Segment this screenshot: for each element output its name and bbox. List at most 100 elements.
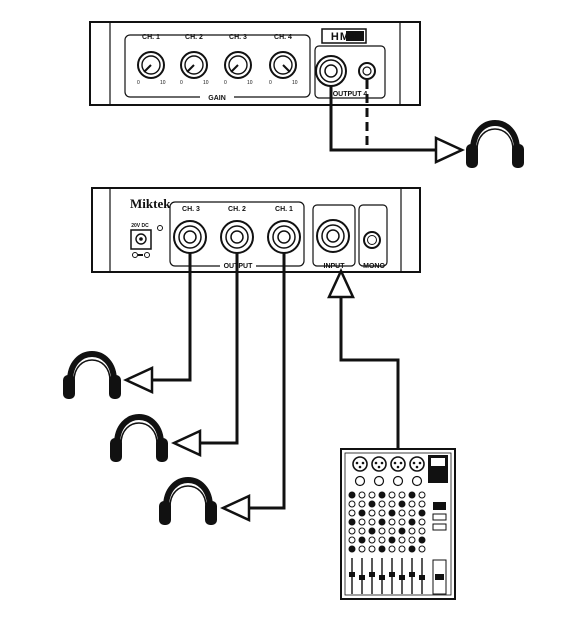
amp-input-jack[interactable] <box>316 219 350 253</box>
hm4-badge-text: HM4 <box>331 31 357 43</box>
hm4-ch4-scale-min: 0 <box>269 80 272 86</box>
mixer-knob <box>348 527 356 535</box>
mixer-knob <box>398 536 406 544</box>
hm4-ch4-label: CH. 4 <box>274 34 292 41</box>
mixer-knob <box>398 500 406 508</box>
mixer-knob <box>398 527 406 535</box>
amp-ch3-jack[interactable] <box>173 220 207 254</box>
mixer-knob <box>348 500 356 508</box>
mixer-to-input-cable <box>327 268 400 449</box>
power-jack[interactable] <box>130 229 152 250</box>
mixer-knob <box>368 500 376 508</box>
hm4-knob-ch1[interactable] <box>137 51 165 79</box>
headphone-amp-unit: Miktek 20V DC CH. 3 CH. 2 CH. 1 <box>91 187 421 273</box>
mixer-fader-cap <box>349 572 355 577</box>
hm4-ch1-scale-min: 0 <box>137 80 140 86</box>
mixer-knob <box>378 500 386 508</box>
mixer-knob <box>358 500 366 508</box>
amp-ch1-jack[interactable] <box>267 220 301 254</box>
mixer-knob <box>408 536 416 544</box>
mixer-knob <box>408 500 416 508</box>
power-led <box>157 225 163 231</box>
mixer-fader-cap <box>409 572 415 577</box>
mixer-knob <box>348 509 356 517</box>
mixer-knob <box>368 491 376 499</box>
mixer-knob <box>418 491 426 499</box>
mixer-knob <box>358 491 366 499</box>
headphones-icon <box>63 351 121 399</box>
mixer-knob <box>388 509 396 517</box>
mono-button[interactable] <box>363 231 381 249</box>
arrow-ch2 <box>171 429 202 457</box>
mixer-fader-cap <box>399 575 405 580</box>
mono-group <box>358 204 388 267</box>
mixer-knob <box>358 545 366 553</box>
mixer-fader-cap <box>359 575 365 580</box>
headphones-icon <box>466 120 524 168</box>
brand-logo: Miktek <box>130 196 171 211</box>
gain-label: GAIN <box>208 95 226 102</box>
arrow-to-headphones-top <box>434 136 465 164</box>
mixer-knob-grid <box>348 491 426 553</box>
mixer-knob <box>408 518 416 526</box>
mixer-knob <box>358 509 366 517</box>
mixer-knob <box>358 518 366 526</box>
amp-ch2-jack[interactable] <box>220 220 254 254</box>
power-label: 20V DC <box>131 223 149 229</box>
arrow-ch1 <box>220 494 251 522</box>
hm4-ch2-label: CH. 2 <box>185 34 203 41</box>
hm4-ch1-scale-max: 10 <box>160 80 166 86</box>
mixer-fader-cap <box>379 575 385 580</box>
output4-jack[interactable] <box>315 55 347 87</box>
output4-mini-jack[interactable] <box>358 62 376 80</box>
mixer-knob <box>348 536 356 544</box>
mixer-knob <box>388 518 396 526</box>
amp-ch1-label: CH. 1 <box>275 206 293 213</box>
mixer-knob <box>398 491 406 499</box>
mixer-fader-cap <box>419 575 425 580</box>
input-group <box>312 204 356 267</box>
hm4-knob-ch4[interactable] <box>269 51 297 79</box>
mixer-icon <box>340 448 456 600</box>
mixer-fader-bank <box>349 558 425 594</box>
hm4-ch4-scale-max: 10 <box>292 80 298 86</box>
arrow-to-input <box>327 268 355 299</box>
hm4-ch3-scale-max: 10 <box>247 80 253 86</box>
mixer-knob <box>388 527 396 535</box>
hm4-knob-ch2[interactable] <box>180 51 208 79</box>
mixer-knob <box>368 536 376 544</box>
hm4-badge: HM4 <box>321 28 367 44</box>
mixer-knob <box>418 527 426 535</box>
mixer-knob <box>358 536 366 544</box>
mixer-fader-cap <box>369 572 375 577</box>
mono-label: MONO <box>363 263 385 270</box>
hm4-ch2-scale-max: 10 <box>203 80 209 86</box>
hm4-ch1-label: CH. 1 <box>142 34 160 41</box>
output4-group <box>314 45 386 99</box>
cable-ch3 <box>148 253 192 382</box>
hm4-output-cable <box>329 80 465 164</box>
mixer-knob <box>368 518 376 526</box>
amp-ch2-label: CH. 2 <box>228 206 246 213</box>
amp-ch3-label: CH. 3 <box>182 206 200 213</box>
mixer-knob <box>408 509 416 517</box>
mixer-knob <box>378 491 386 499</box>
mixer-knob <box>398 518 406 526</box>
mixer-knob <box>348 491 356 499</box>
mixer-knob <box>348 518 356 526</box>
mixer-knob <box>388 545 396 553</box>
hm4-ch2-scale-min: 0 <box>180 80 183 86</box>
mixer-knob <box>348 545 356 553</box>
mixer-fader-cap <box>389 572 395 577</box>
hm4-ch3-scale-min: 0 <box>224 80 227 86</box>
cable-ch2 <box>196 253 239 445</box>
polarity-symbol <box>132 252 150 258</box>
mixer-knob <box>378 536 386 544</box>
hm4-knob-ch3[interactable] <box>224 51 252 79</box>
mixer-knob <box>418 500 426 508</box>
mixer-knob <box>378 527 386 535</box>
mixer-knob <box>418 518 426 526</box>
mixer-knob <box>408 491 416 499</box>
